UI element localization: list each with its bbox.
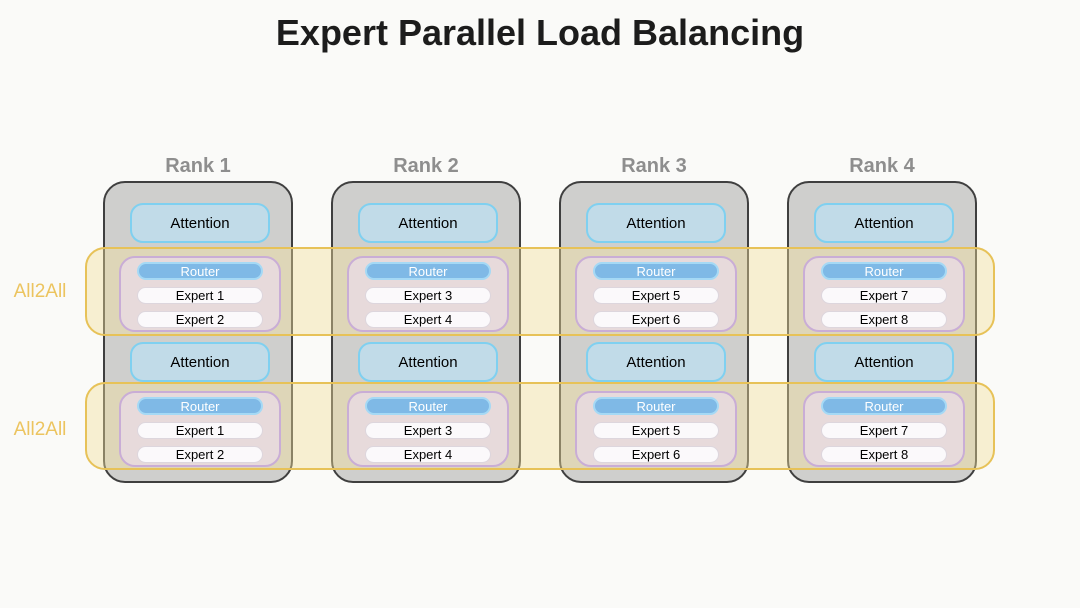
attention-block: Attention — [130, 203, 270, 243]
all2all-label-2: All2All — [13, 419, 67, 440]
router-block: Router — [593, 397, 719, 415]
router-block: Router — [821, 397, 947, 415]
attention-block: Attention — [358, 203, 498, 243]
expert-block: Expert 2 — [137, 446, 263, 463]
rank-box: Attention Router Expert 3 Expert 4 Atten… — [331, 181, 521, 483]
expert-block: Expert 3 — [365, 422, 491, 439]
expert-block: Expert 2 — [137, 311, 263, 328]
router-block: Router — [821, 262, 947, 280]
expert-group: Router Expert 1 Expert 2 — [119, 256, 281, 332]
expert-block: Expert 8 — [821, 311, 947, 328]
expert-block: Expert 5 — [593, 422, 719, 439]
all2all-label-1: All2All — [13, 281, 67, 302]
router-block: Router — [137, 262, 263, 280]
attention-block: Attention — [814, 342, 954, 382]
expert-group: Router Expert 5 Expert 6 — [575, 256, 737, 332]
rank-label: Rank 3 — [621, 155, 687, 177]
router-block: Router — [365, 262, 491, 280]
attention-block: Attention — [586, 203, 726, 243]
expert-group: Router Expert 7 Expert 8 — [803, 391, 965, 467]
page-title: Expert Parallel Load Balancing — [275, 12, 805, 53]
expert-block: Expert 7 — [821, 287, 947, 304]
rank-box: Attention Router Expert 7 Expert 8 Atten… — [787, 181, 977, 483]
expert-block: Expert 6 — [593, 446, 719, 463]
router-block: Router — [593, 262, 719, 280]
expert-block: Expert 4 — [365, 446, 491, 463]
router-block: Router — [137, 397, 263, 415]
expert-group: Router Expert 5 Expert 6 — [575, 391, 737, 467]
expert-block: Expert 1 — [137, 287, 263, 304]
attention-block: Attention — [130, 342, 270, 382]
router-block: Router — [365, 397, 491, 415]
attention-block: Attention — [586, 342, 726, 382]
rank-box: Attention Router Expert 1 Expert 2 Atten… — [103, 181, 293, 483]
attention-block: Attention — [814, 203, 954, 243]
rank-label: Rank 4 — [849, 155, 915, 177]
expert-block: Expert 6 — [593, 311, 719, 328]
expert-block: Expert 8 — [821, 446, 947, 463]
rank-column-2: Rank 2 Attention Router Expert 3 Expert … — [331, 152, 521, 483]
rank-label: Rank 1 — [165, 155, 231, 177]
expert-block: Expert 5 — [593, 287, 719, 304]
expert-group: Router Expert 3 Expert 4 — [347, 391, 509, 467]
expert-block: Expert 7 — [821, 422, 947, 439]
rank-box: Attention Router Expert 5 Expert 6 Atten… — [559, 181, 749, 483]
rank-column-1: Rank 1 Attention Router Expert 1 Expert … — [103, 152, 293, 483]
expert-block: Expert 3 — [365, 287, 491, 304]
attention-block: Attention — [358, 342, 498, 382]
rank-column-4: Rank 4 Attention Router Expert 7 Expert … — [787, 152, 977, 483]
expert-group: Router Expert 1 Expert 2 — [119, 391, 281, 467]
rank-label: Rank 2 — [393, 155, 459, 177]
expert-group: Router Expert 3 Expert 4 — [347, 256, 509, 332]
expert-group: Router Expert 7 Expert 8 — [803, 256, 965, 332]
expert-block: Expert 1 — [137, 422, 263, 439]
expert-block: Expert 4 — [365, 311, 491, 328]
rank-column-3: Rank 3 Attention Router Expert 5 Expert … — [559, 152, 749, 483]
